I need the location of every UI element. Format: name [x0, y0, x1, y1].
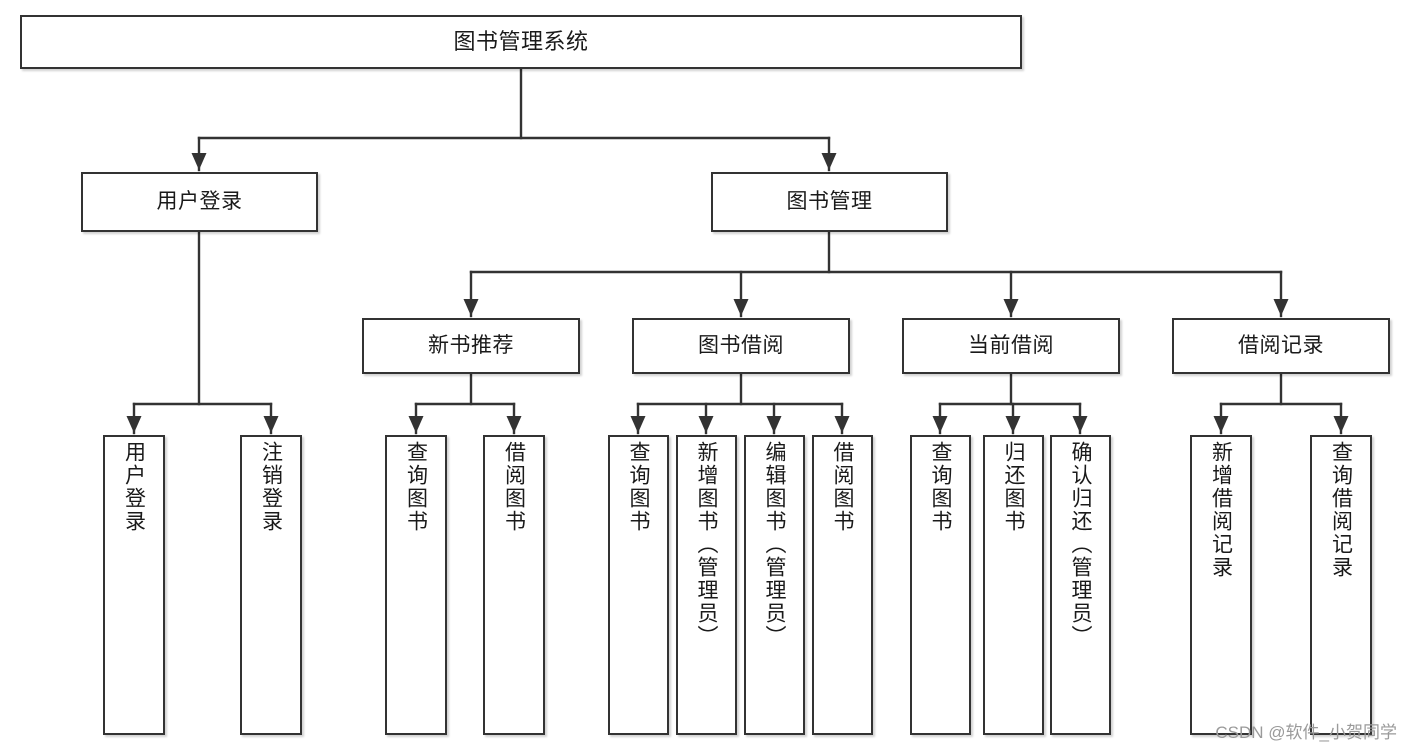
edge-to-leaf-query-book-current [932, 402, 948, 435]
edge-to-leaf-add-borrow-record-arrowhead [1213, 416, 1229, 433]
node-leaf-query-book-current[interactable]: 查询图书 [910, 435, 971, 735]
edge-to-leaf-query-book-borrow-arrowhead [630, 416, 646, 433]
edge-to-leaf-borrow-book [834, 402, 850, 435]
edge-to-leaf-logout-arrowhead [263, 416, 279, 433]
node-label-leaf-borrow-book-recommend: 借阅图书 [502, 441, 526, 533]
edge-to-leaf-query-borrow-record [1333, 402, 1349, 435]
node-leaf-confirm-return[interactable]: 确认归还（管理员） [1050, 435, 1111, 735]
edge-to-leaf-query-book-recommend [408, 402, 424, 435]
node-label-leaf-return-book: 归还图书 [1002, 441, 1025, 533]
node-current-borrow[interactable]: 当前借阅 [902, 318, 1120, 374]
edge-to-leaf-borrow-book-recommend-arrowhead [506, 416, 522, 433]
node-label-leaf-add-book: 新增图书（管理员） [695, 441, 718, 648]
edge-to-borrow-record-arrowhead [1273, 299, 1289, 316]
edge-to-leaf-query-book-recommend-arrowhead [408, 416, 424, 433]
edge-to-leaf-confirm-return [1072, 402, 1088, 435]
edge-to-user-login [191, 136, 207, 172]
edge-to-leaf-query-book-current-arrowhead [932, 416, 948, 433]
edge-to-leaf-edit-book [766, 402, 782, 435]
node-borrow-record[interactable]: 借阅记录 [1172, 318, 1390, 374]
edge-to-book-management [821, 136, 837, 172]
node-label-user-login: 用户登录 [156, 189, 243, 213]
edge-to-current-borrow [1003, 270, 1019, 318]
edge-to-leaf-borrow-book-arrowhead [834, 416, 850, 433]
node-new-book-recommend[interactable]: 新书推荐 [362, 318, 580, 374]
watermark-label: CSDN @软件_小贺同学 [1215, 723, 1397, 742]
node-leaf-query-borrow-record[interactable]: 查询借阅记录 [1310, 435, 1372, 735]
node-leaf-borrow-book-recommend[interactable]: 借阅图书 [483, 435, 545, 735]
edge-to-leaf-return-book-arrowhead [1005, 416, 1021, 433]
edge-to-leaf-add-book [698, 402, 714, 435]
node-label-leaf-confirm-return: 确认归还（管理员） [1069, 441, 1092, 648]
node-leaf-edit-book[interactable]: 编辑图书（管理员） [744, 435, 805, 735]
edge-to-leaf-return-book [1005, 402, 1021, 435]
edge-to-leaf-confirm-return-arrowhead [1072, 416, 1088, 433]
node-label-leaf-edit-book: 编辑图书（管理员） [763, 441, 786, 648]
edge-to-leaf-add-borrow-record [1213, 402, 1229, 435]
edge-to-leaf-logout [263, 402, 279, 435]
node-label-leaf-query-book-borrow: 查询图书 [627, 441, 650, 533]
node-leaf-borrow-book[interactable]: 借阅图书 [812, 435, 873, 735]
node-label-book-borrow: 图书借阅 [698, 333, 784, 357]
node-label-borrow-record: 借阅记录 [1238, 333, 1324, 357]
node-leaf-user-login[interactable]: 用户登录 [103, 435, 165, 735]
node-label-leaf-logout: 注销登录 [259, 441, 283, 533]
edge-to-book-borrow-arrowhead [733, 299, 749, 316]
edge-to-book-management-arrowhead [821, 153, 837, 170]
edge-to-user-login-arrowhead [191, 153, 207, 170]
edge-to-leaf-borrow-book-recommend [506, 402, 522, 435]
node-label-root: 图书管理系统 [453, 29, 589, 55]
node-book-borrow[interactable]: 图书借阅 [632, 318, 850, 374]
edge-to-leaf-add-book-arrowhead [698, 416, 714, 433]
node-label-leaf-add-borrow-record: 新增借阅记录 [1209, 441, 1233, 579]
node-label-leaf-query-book-recommend: 查询图书 [404, 441, 428, 533]
node-leaf-add-borrow-record[interactable]: 新增借阅记录 [1190, 435, 1252, 735]
edge-to-new-book-recommend [463, 270, 479, 318]
edge-to-book-borrow [733, 270, 749, 318]
node-label-new-book-recommend: 新书推荐 [428, 333, 514, 357]
node-root[interactable]: 图书管理系统 [20, 15, 1022, 69]
node-label-leaf-query-borrow-record: 查询借阅记录 [1329, 441, 1353, 579]
edge-to-leaf-user-login-arrowhead [126, 416, 142, 433]
node-leaf-return-book[interactable]: 归还图书 [983, 435, 1044, 735]
edge-to-borrow-record [1273, 270, 1289, 318]
edge-to-current-borrow-arrowhead [1003, 299, 1019, 316]
node-label-leaf-borrow-book: 借阅图书 [831, 441, 854, 533]
edge-to-leaf-edit-book-arrowhead [766, 416, 782, 433]
edge-to-leaf-user-login [126, 402, 142, 435]
node-label-leaf-query-book-current: 查询图书 [929, 441, 952, 533]
node-label-current-borrow: 当前借阅 [968, 333, 1054, 357]
edge-to-leaf-query-book-borrow [630, 402, 646, 435]
node-leaf-query-book-borrow[interactable]: 查询图书 [608, 435, 669, 735]
node-leaf-add-book[interactable]: 新增图书（管理员） [676, 435, 737, 735]
edge-to-leaf-query-borrow-record-arrowhead [1333, 416, 1349, 433]
node-leaf-query-book-recommend[interactable]: 查询图书 [385, 435, 447, 735]
node-user-login[interactable]: 用户登录 [81, 172, 318, 232]
node-book-management[interactable]: 图书管理 [711, 172, 948, 232]
node-label-book-management: 图书管理 [786, 189, 873, 213]
node-leaf-logout[interactable]: 注销登录 [240, 435, 302, 735]
edge-to-new-book-recommend-arrowhead [463, 299, 479, 316]
node-label-leaf-user-login: 用户登录 [122, 441, 146, 533]
